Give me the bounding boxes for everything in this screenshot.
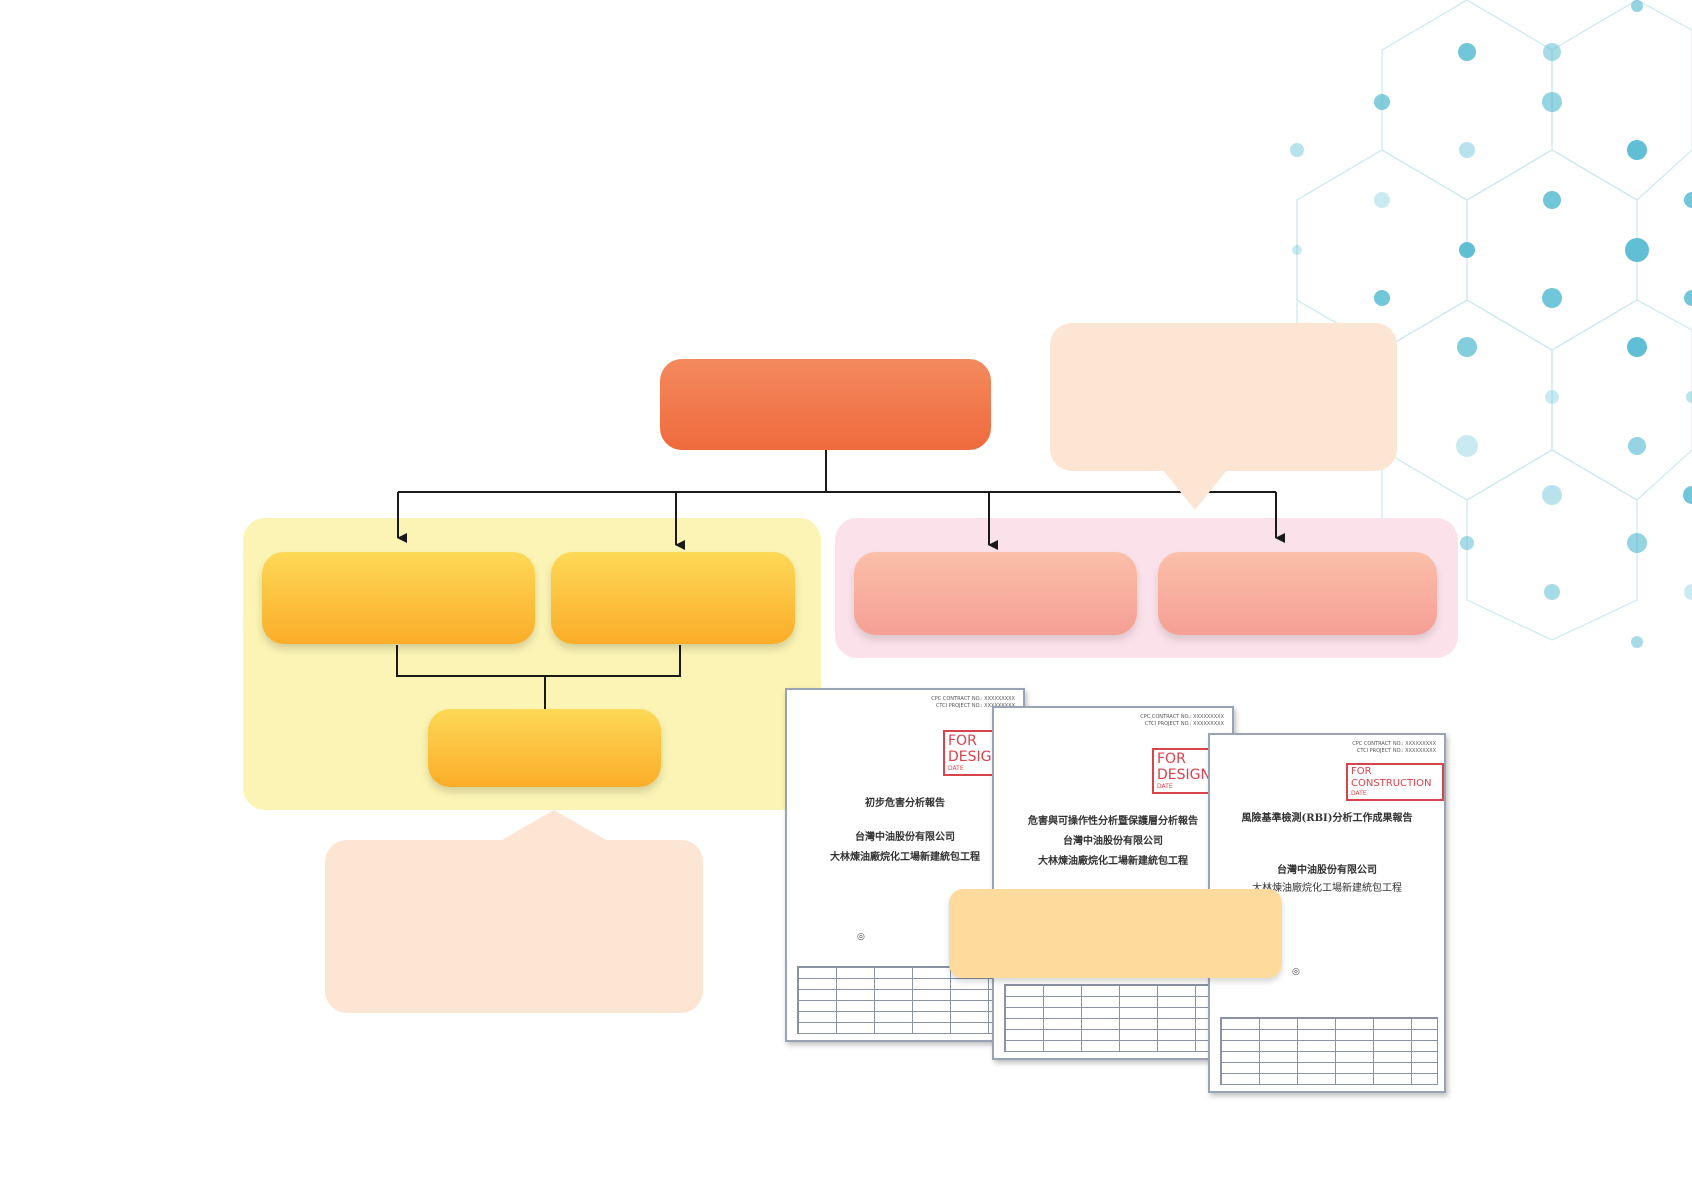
document-3-header-line: CPC CONTRACT NO.: XXXXXXXXX xyxy=(1352,741,1436,747)
document-1-title: 初步危害分析報告 xyxy=(865,798,945,809)
document-2-project: 大林煉油廠烷化工場新建統包工程 xyxy=(1038,856,1188,867)
merged-node xyxy=(428,709,661,787)
document-3-header: CPC CONTRACT NO.: XXXXXXXXX CTCI PROJECT… xyxy=(1352,741,1436,755)
callout-top-right xyxy=(1050,323,1397,471)
document-1-project: 大林煉油廠烷化工場新建統包工程 xyxy=(830,852,980,863)
document-2-stamp-date: DATE xyxy=(1157,783,1173,790)
document-2-header-line: CTCI PROJECT NO.: XXXXXXXXX xyxy=(1144,721,1224,727)
document-3-title-block xyxy=(1220,1017,1438,1085)
document-3-stamp: FOR CONSTRUCTION DATE xyxy=(1346,763,1444,801)
document-3-company: 台灣中油股份有限公司 xyxy=(1277,865,1377,876)
document-page-2: CPC CONTRACT NO.: XXXXXXXXX CTCI PROJECT… xyxy=(992,706,1234,1060)
document-3-project: 大林煉油廠烷化工場新建統包工程 xyxy=(1252,883,1402,894)
document-2-title: 危害與可操作性分析暨保護層分析報告 xyxy=(1028,816,1198,827)
callout-bottom-left-tail xyxy=(500,810,608,841)
document-3-header-line: CTCI PROJECT NO.: XXXXXXXXX xyxy=(1356,748,1436,754)
document-3-stamp-date: DATE xyxy=(1351,790,1367,797)
right-node-2 xyxy=(1158,552,1437,635)
document-2-title-block xyxy=(1004,984,1226,1052)
document-2-header-line: CPC CONTRACT NO.: XXXXXXXXX xyxy=(1140,714,1224,720)
document-page-1: CPC CONTRACT NO.: XXXXXXXXX CTCI PROJECT… xyxy=(785,688,1025,1042)
document-1-stamp-date: DATE xyxy=(948,765,964,772)
document-caption-box xyxy=(949,889,1282,978)
document-1-company: 台灣中油股份有限公司 xyxy=(855,832,955,843)
callout-bottom-left xyxy=(325,840,703,1013)
document-2-header: CPC CONTRACT NO.: XXXXXXXXX CTCI PROJECT… xyxy=(1140,714,1224,728)
document-1-stamp: FOR DESIGN DATE xyxy=(943,730,1023,776)
left-node-2 xyxy=(551,552,795,644)
left-node-1 xyxy=(262,552,535,644)
document-2-company: 台灣中油股份有限公司 xyxy=(1063,836,1163,847)
cpc-logo-icon: ◎ xyxy=(1292,967,1300,977)
cpc-logo-icon: ◎ xyxy=(857,932,865,942)
document-2-stamp-text: FOR DESIGN xyxy=(1157,751,1211,783)
document-3-title: 風險基準檢測(RBI)分析工作成果報告 xyxy=(1241,813,1413,824)
document-1-header-line: CTCI PROJECT NO.: XXXXXXXXX xyxy=(935,703,1015,709)
root-node xyxy=(660,359,991,450)
document-1-title-block xyxy=(797,966,1017,1034)
hexagon-network-decoration xyxy=(1290,0,1692,648)
right-node-1 xyxy=(854,552,1137,635)
document-3-stamp-text: FOR CONSTRUCTION xyxy=(1351,766,1432,789)
document-1-header: CPC CONTRACT NO.: XXXXXXXXX CTCI PROJECT… xyxy=(931,696,1015,710)
document-1-header-line: CPC CONTRACT NO.: XXXXXXXXX xyxy=(931,696,1015,702)
document-1-stamp-text: FOR DESIGN xyxy=(948,733,1002,765)
callout-top-right-tail xyxy=(1163,470,1227,510)
document-page-3: CPC CONTRACT NO.: XXXXXXXXX CTCI PROJECT… xyxy=(1208,733,1446,1093)
document-2-stamp: FOR DESIGN DATE xyxy=(1152,748,1232,794)
